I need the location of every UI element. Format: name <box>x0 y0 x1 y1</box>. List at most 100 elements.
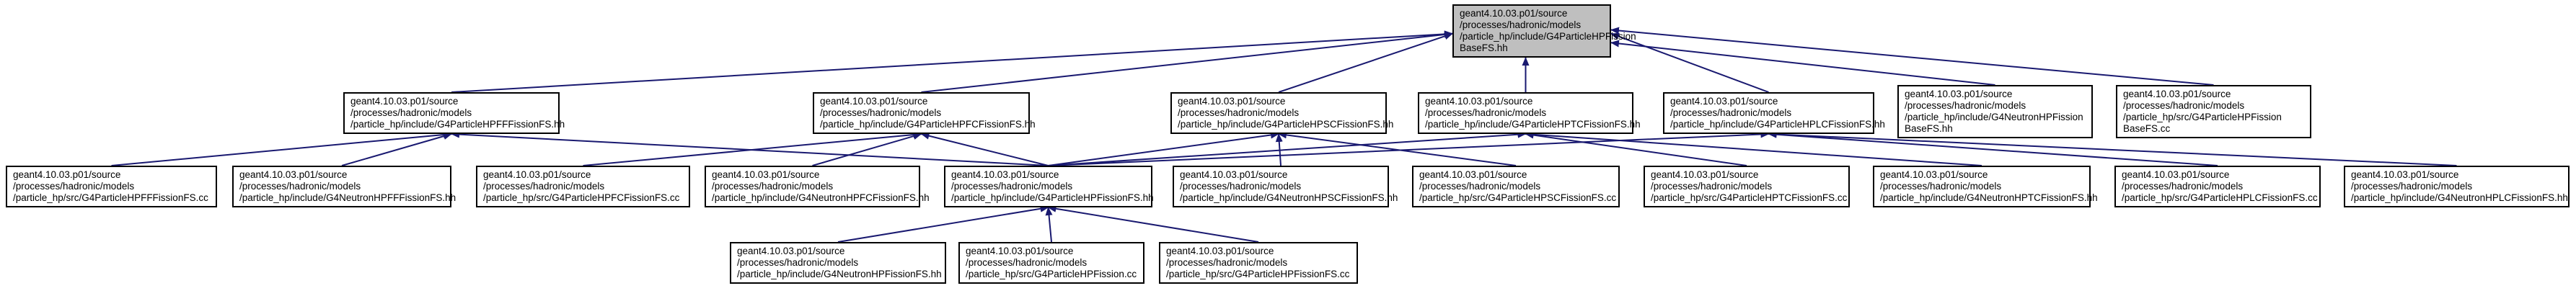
node-label-line: /particle_hp/include/G4ParticleHPTCFissi… <box>1425 119 1641 130</box>
node-label-line: /processes/hadronic/models <box>239 181 361 192</box>
file-node[interactable]: geant4.10.03.p01/source/processes/hadron… <box>1412 166 1620 207</box>
node-label-line: /processes/hadronic/models <box>1880 181 2002 192</box>
file-node[interactable]: geant4.10.03.p01/source/processes/hadron… <box>1170 92 1394 134</box>
file-node[interactable]: geant4.10.03.p01/source/processes/hadron… <box>343 92 565 134</box>
node-label-line: geant4.10.03.p01/source <box>1651 169 1759 180</box>
file-node[interactable]: geant4.10.03.p01/source/processes/hadron… <box>1663 92 1885 134</box>
node-label-line: /particle_hp/include/G4NeutronHPSCFissio… <box>1180 192 1398 203</box>
include-edge-nfff_hh-to-pfff_hh <box>341 133 452 166</box>
node-label-line: /processes/hadronic/models <box>951 181 1073 192</box>
node-label-line: /processes/hadronic/models <box>13 181 135 192</box>
node-label-line: /particle_hp/src/G4ParticleHPTCFissionFS… <box>1651 192 1848 203</box>
node-label-line: /particle_hp/include/G4NeutronHPFission <box>1905 112 2083 122</box>
node-label-line: geant4.10.03.p01/source <box>2123 89 2231 99</box>
node-label-line: /processes/hadronic/models <box>2351 181 2473 192</box>
include-edge-pf_cc-to-pfs_hh <box>1045 207 1053 243</box>
root-file-node: geant4.10.03.p01/source/processes/hadron… <box>1452 4 1636 58</box>
node-label-line: geant4.10.03.p01/source <box>483 169 591 180</box>
file-node[interactable]: geant4.10.03.p01/source/processes/hadron… <box>813 92 1036 134</box>
include-edge-plc_cc-to-plc_hh <box>1768 130 2218 166</box>
node-label-line: geant4.10.03.p01/source <box>820 96 928 107</box>
file-node[interactable]: geant4.10.03.p01/source/processes/hadron… <box>1644 166 1850 207</box>
node-label-line: geant4.10.03.p01/source <box>1905 89 2013 99</box>
node-label-line: /processes/hadronic/models <box>1670 107 1792 118</box>
node-label-line: geant4.10.03.p01/source <box>239 169 348 180</box>
include-edge-pbase_cc-to-root <box>1610 27 2214 86</box>
node-label-line: geant4.10.03.p01/source <box>1460 8 1568 19</box>
node-label-line: geant4.10.03.p01/source <box>1178 96 1286 107</box>
node-label-line: /particle_hp/include/G4ParticleHPFFFissi… <box>350 119 565 130</box>
file-node[interactable]: geant4.10.03.p01/source/processes/hadron… <box>1873 166 2098 207</box>
node-label-line: /particle_hp/src/G4ParticleHPFFFissionFS… <box>13 192 208 203</box>
node-label-line: geant4.10.03.p01/source <box>2122 169 2230 180</box>
node-label-line: /particle_hp/include/G4NeutronHPTCFissio… <box>1880 192 2098 203</box>
include-edge-nlc_hh-to-plc_hh <box>1768 130 2457 166</box>
file-node[interactable]: geant4.10.03.p01/source/processes/hadron… <box>1418 92 1641 134</box>
file-node[interactable]: geant4.10.03.p01/source/processes/hadron… <box>6 166 217 207</box>
file-node[interactable]: geant4.10.03.p01/source/processes/hadron… <box>958 242 1144 284</box>
file-node[interactable]: geant4.10.03.p01/source/processes/hadron… <box>705 166 930 207</box>
node-label-line: /particle_hp/src/G4ParticleHPFission <box>2123 112 2282 122</box>
file-node[interactable]: geant4.10.03.p01/source/processes/hadron… <box>730 242 946 284</box>
node-label-line: /processes/hadronic/models <box>966 257 1088 268</box>
node-label-line: /particle_hp/include/G4ParticleHPLCFissi… <box>1670 119 1885 130</box>
node-label-line: geant4.10.03.p01/source <box>1425 96 1533 107</box>
node-label-line: BaseFS.hh <box>1905 123 1953 134</box>
node-label-line: geant4.10.03.p01/source <box>951 169 1059 180</box>
node-label-line: geant4.10.03.p01/source <box>712 169 820 180</box>
node-label-line: /particle_hp/include/G4NeutronHPFCFissio… <box>712 192 930 203</box>
node-label-line: /processes/hadronic/models <box>1425 107 1547 118</box>
node-label-line: geant4.10.03.p01/source <box>1670 96 1778 107</box>
node-label-line: /processes/hadronic/models <box>2123 100 2245 111</box>
node-label-line: geant4.10.03.p01/source <box>350 96 459 107</box>
node-label-line: geant4.10.03.p01/source <box>1166 246 1274 256</box>
file-node[interactable]: geant4.10.03.p01/source/processes/hadron… <box>1159 242 1358 284</box>
node-label-line: BaseFS.cc <box>2123 123 2171 134</box>
include-edge-pfc_hh-to-root <box>921 30 1453 93</box>
node-label-line: /particle_hp/include/G4ParticleHPSCFissi… <box>1178 119 1394 130</box>
file-node[interactable]: geant4.10.03.p01/source/processes/hadron… <box>1897 85 2093 138</box>
node-label-line: /particle_hp/include/G4ParticleHPFission… <box>951 192 1154 203</box>
include-edge-nbase_hh-to-root <box>1610 40 1995 86</box>
node-label-line: /particle_hp/include/G4ParticleHPFCFissi… <box>820 119 1036 130</box>
include-edge-pfs_hh-to-psc_hh <box>1048 131 1279 166</box>
include-edge-psc_hh-to-root <box>1278 32 1453 93</box>
node-label-line: /processes/hadronic/models <box>737 257 859 268</box>
include-edge-nfc_hh-to-pfc_hh <box>812 133 922 166</box>
node-label-line: /processes/hadronic/models <box>1180 181 1302 192</box>
node-label-line: geant4.10.03.p01/source <box>2351 169 2459 180</box>
node-label-line: /processes/hadronic/models <box>483 181 605 192</box>
file-node[interactable]: geant4.10.03.p01/source/processes/hadron… <box>944 166 1154 207</box>
node-label-line: /particle_hp/src/G4ParticleHPLCFissionFS… <box>2122 192 2318 203</box>
node-label-line: /processes/hadronic/models <box>1419 181 1541 192</box>
node-label-line: /particle_hp/include/G4NeutronHPFFFissio… <box>239 192 456 203</box>
node-label-line: geant4.10.03.p01/source <box>966 246 1074 256</box>
node-label-line: /particle_hp/src/G4ParticleHPFission.cc <box>966 269 1137 279</box>
file-node[interactable]: geant4.10.03.p01/source/processes/hadron… <box>476 166 690 207</box>
node-label-line: /particle_hp/src/G4ParticleHPFissionFS.c… <box>1166 269 1350 279</box>
include-edge-pfs_hh-to-plc_hh <box>1048 130 1770 166</box>
include-edge-ptc_cc-to-ptc_hh <box>1525 131 1747 166</box>
file-node[interactable]: geant4.10.03.p01/source/processes/hadron… <box>1173 166 1398 207</box>
node-label-line: BaseFS.hh <box>1460 42 1508 53</box>
node-label-line: /processes/hadronic/models <box>1460 19 1582 30</box>
include-edge-pfs_hh-to-ptc_hh <box>1048 130 1527 166</box>
file-node[interactable]: geant4.10.03.p01/source/processes/hadron… <box>2116 85 2311 138</box>
file-node[interactable]: geant4.10.03.p01/source/processes/hadron… <box>2114 166 2321 207</box>
include-edge-pfc_cc-to-pfc_hh <box>583 131 922 166</box>
node-label-line: /particle_hp/src/G4ParticleHPFCFissionFS… <box>483 192 680 203</box>
node-label-line: /particle_hp/src/G4ParticleHPSCFissionFS… <box>1419 192 1617 203</box>
node-label-line: /particle_hp/include/G4NeutronHPFissionF… <box>737 269 942 279</box>
node-label-line: /particle_hp/include/G4NeutronHPLCFissio… <box>2351 192 2568 203</box>
file-node[interactable]: geant4.10.03.p01/source/processes/hadron… <box>2344 166 2570 207</box>
node-label-line: /processes/hadronic/models <box>820 107 942 118</box>
node-label-line: /processes/hadronic/models <box>2122 181 2244 192</box>
node-label-line: /processes/hadronic/models <box>350 107 472 118</box>
include-edge-pfff_hh-to-root <box>451 30 1453 93</box>
node-label-line: /processes/hadronic/models <box>1651 181 1773 192</box>
node-label-line: geant4.10.03.p01/source <box>1180 169 1288 180</box>
node-label-line: geant4.10.03.p01/source <box>1419 169 1527 180</box>
file-node[interactable]: geant4.10.03.p01/source/processes/hadron… <box>232 166 456 207</box>
node-label-line: /processes/hadronic/models <box>1166 257 1288 268</box>
